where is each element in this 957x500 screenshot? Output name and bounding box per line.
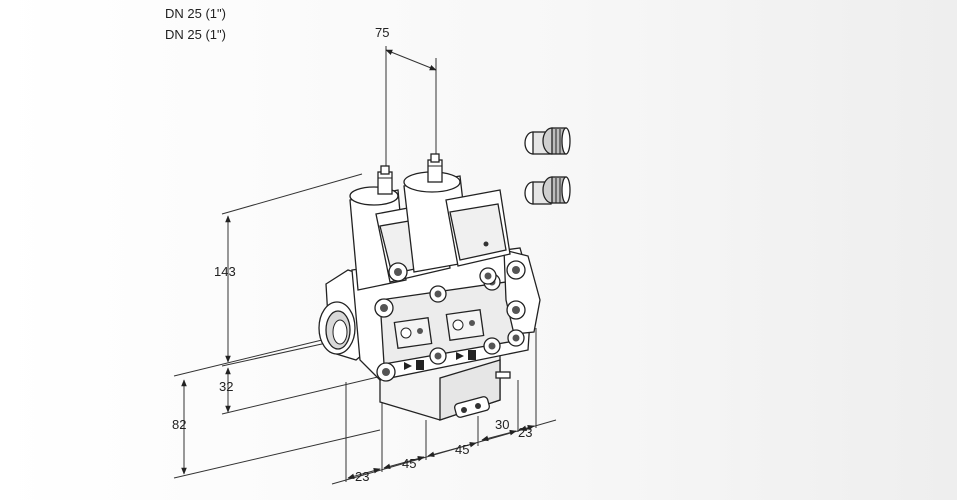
nominal-size-label-2: DN 25 (1") <box>165 27 226 42</box>
dim-143: 143 <box>214 264 236 279</box>
dim-45-b: 45 <box>455 442 469 457</box>
valve-assembly <box>318 153 541 421</box>
dim-45-a: 45 <box>402 456 416 471</box>
dim-23-left: 23 <box>355 469 369 484</box>
cable-gland-1 <box>524 127 571 155</box>
dimension-lines <box>173 46 557 485</box>
dim-23-right: 23 <box>518 425 532 440</box>
cable-gland-2 <box>524 176 571 205</box>
dim-32: 32 <box>219 379 233 394</box>
dim-75: 75 <box>375 25 389 40</box>
dim-30: 30 <box>495 417 509 432</box>
nominal-size-label-1: DN 25 (1") <box>165 6 226 21</box>
dim-82: 82 <box>172 417 186 432</box>
